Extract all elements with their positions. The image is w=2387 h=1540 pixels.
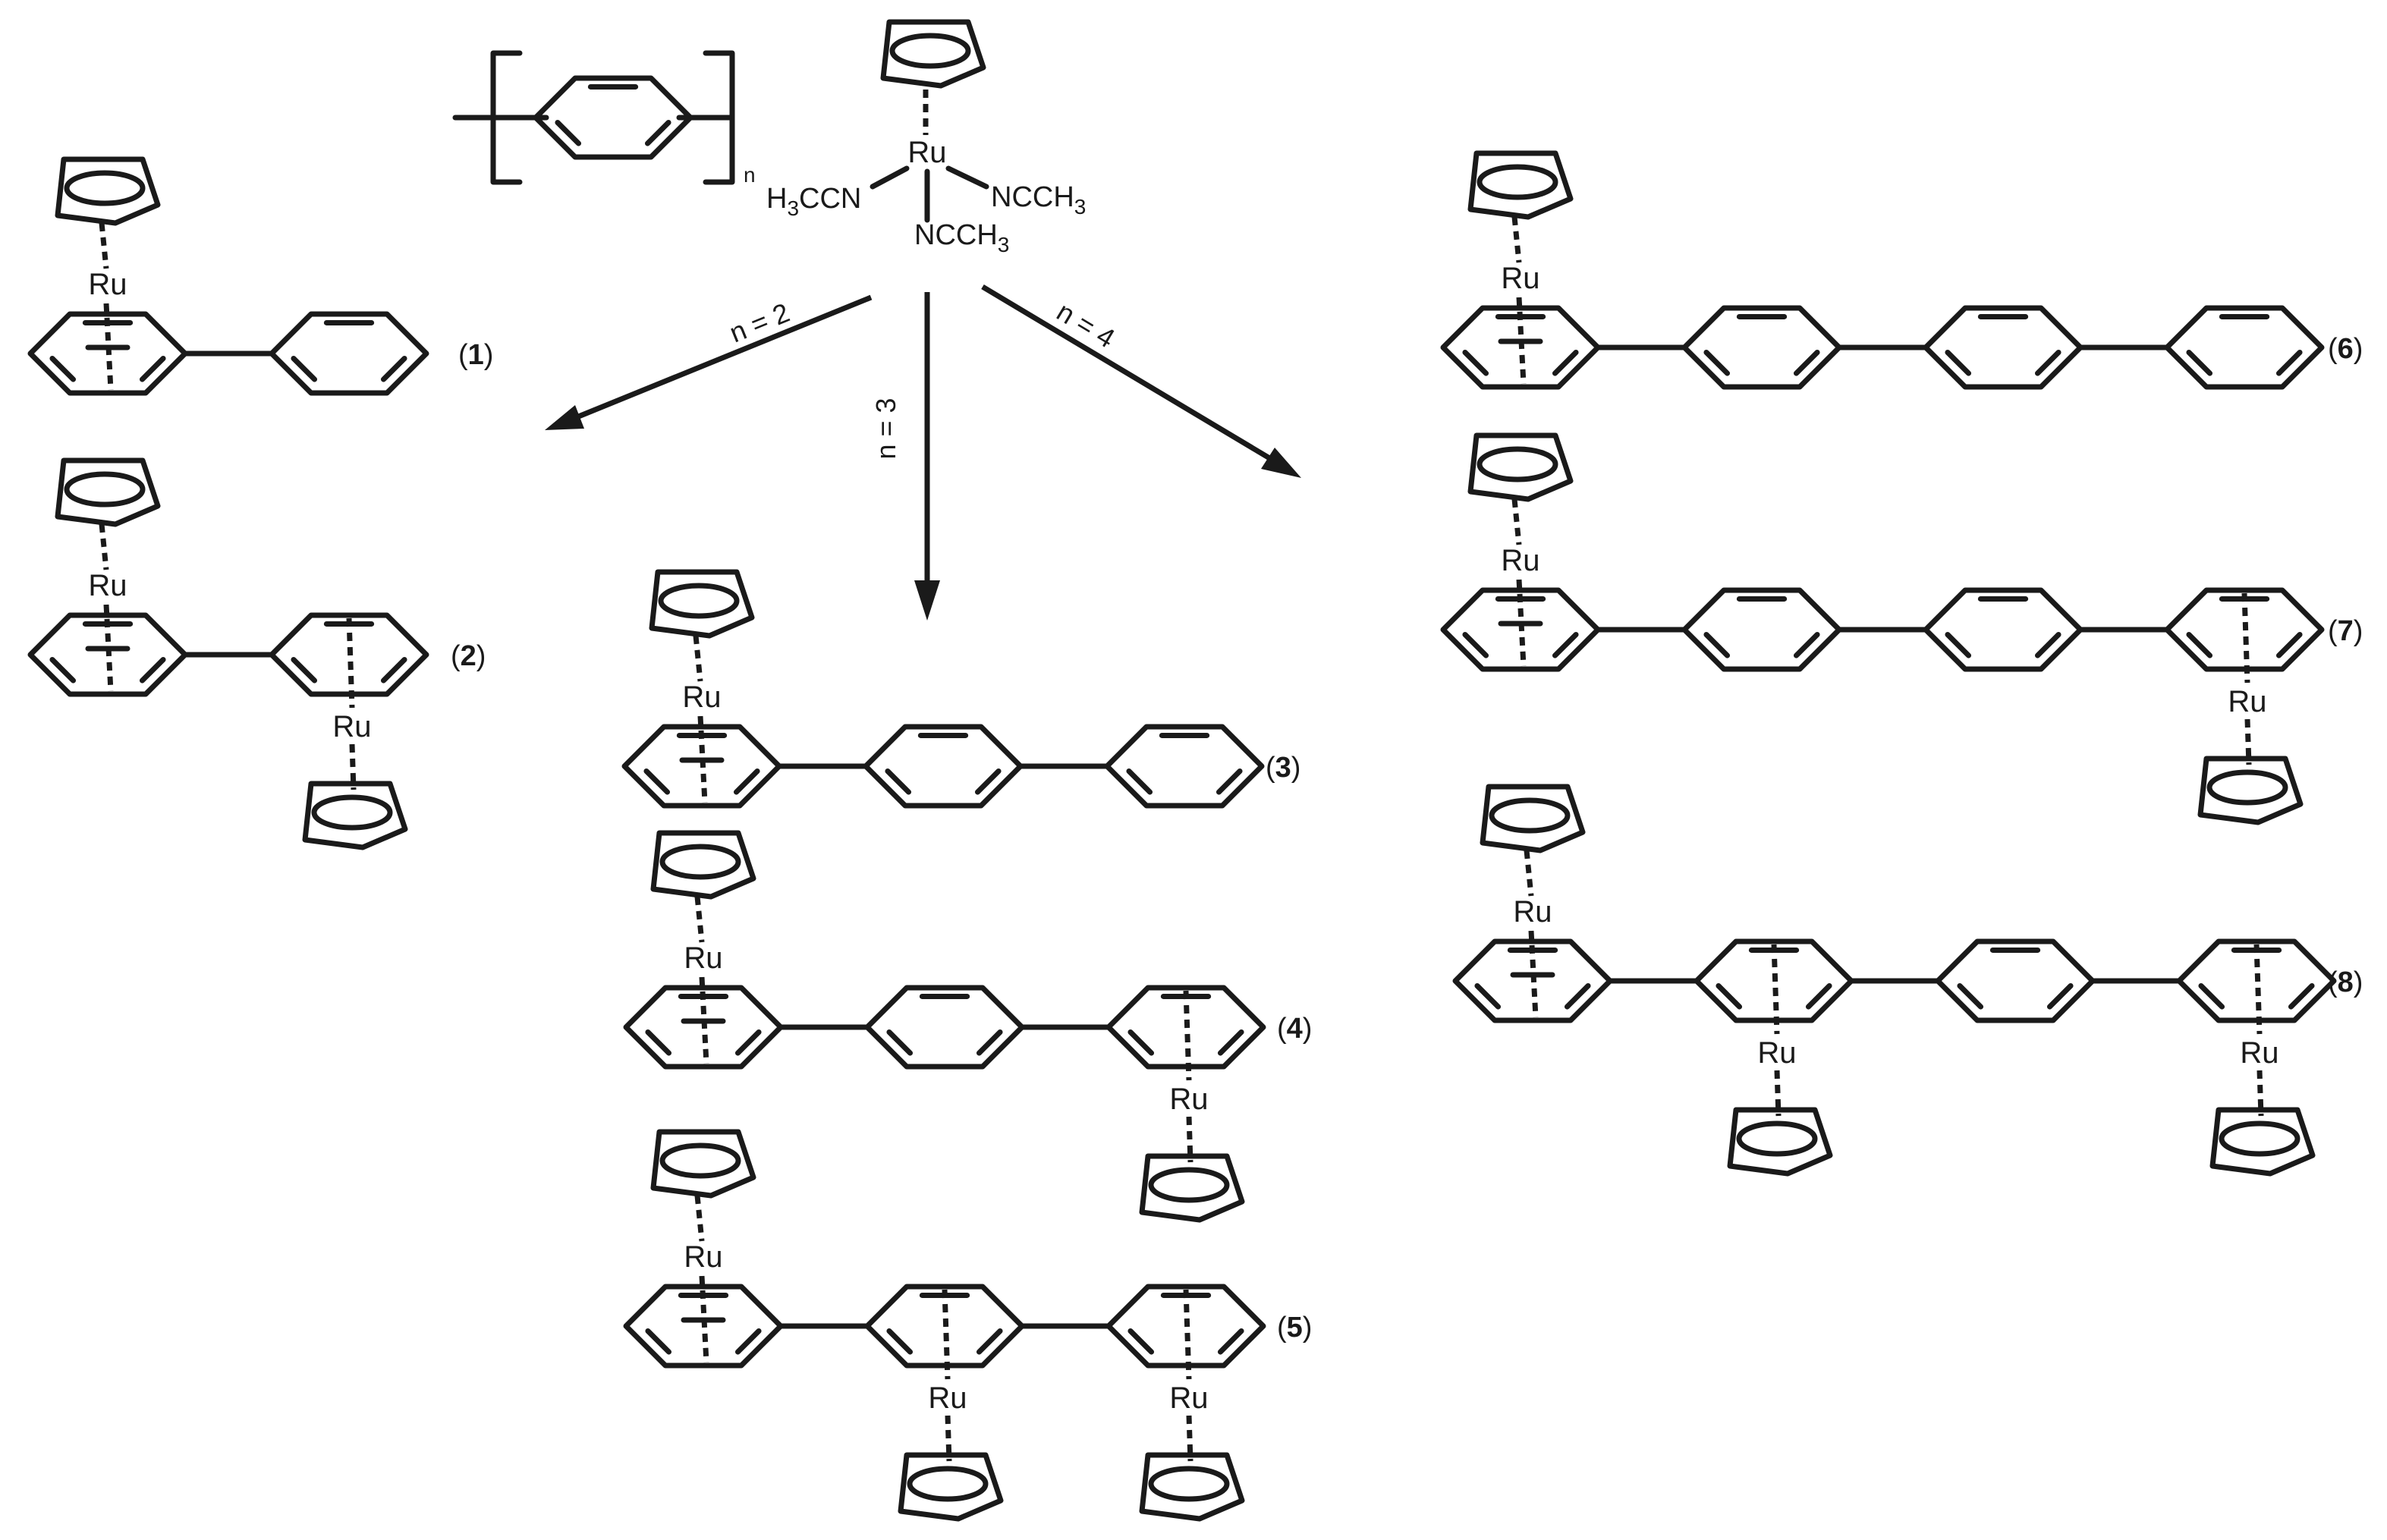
- compound-1-ru-top: Ru: [88, 268, 127, 301]
- compound-7-ru-bottom: Ru: [2228, 685, 2266, 718]
- compound-number: 6: [2338, 333, 2354, 365]
- compound-4-ru-top: Ru: [684, 941, 722, 975]
- compound-number: 1: [468, 339, 484, 371]
- compound-label: (5): [1277, 1312, 1312, 1344]
- compound-8-cp-top: [1480, 784, 1586, 853]
- compound-6-cp-top: [1467, 150, 1574, 220]
- ligand-bottom-label: NCCH3: [914, 219, 1009, 256]
- reagent-ru-label: Ru: [907, 136, 946, 169]
- compound-3-ring-2: [863, 724, 1024, 809]
- compound-7-cp-bottom: [2197, 756, 2304, 825]
- compound-5-ru-bottom: Ru: [1169, 1381, 1208, 1415]
- ligand-right-label: NCCH3: [991, 181, 1086, 218]
- reaction-arrows: n = 2 n = 3 n = 4: [545, 284, 1301, 621]
- compound-8-ring-3: [1935, 938, 2096, 1023]
- compound-4-ring-2: [864, 985, 1025, 1070]
- compound-number: 3: [1275, 752, 1291, 784]
- compound-7-ring-2: [1681, 587, 1842, 672]
- compound-5-cp-bottom: [898, 1452, 1004, 1522]
- polymer-subscript: n: [744, 163, 756, 187]
- compound-5-ru-bottom: Ru: [928, 1381, 967, 1415]
- compound-8-cp-bottom: [1727, 1107, 1833, 1177]
- compound-5-cp-top: [650, 1129, 756, 1199]
- reagent-cp-ring: [880, 19, 986, 89]
- condition-n3: n = 3: [870, 398, 901, 459]
- compound-3-ru-top: Ru: [682, 680, 721, 714]
- compound-6-ru-top: Ru: [1501, 262, 1539, 295]
- compound-2-cp-top: [55, 457, 161, 527]
- ligand-left-label: H3CCN: [766, 183, 861, 220]
- compound-8-ru-bottom: Ru: [1757, 1036, 1796, 1070]
- compound-6-ring-2: [1681, 305, 1842, 390]
- compound-number: 4: [1287, 1013, 1303, 1045]
- compound-1-cp-top: [55, 156, 161, 226]
- compound-4-cp-bottom: [1139, 1153, 1245, 1223]
- compound-3: Ru (3): [621, 569, 1300, 809]
- compound-3-ring-3: [1104, 724, 1265, 809]
- compound-label: (4): [1277, 1013, 1312, 1045]
- compound-8-cp-bottom: [2209, 1107, 2316, 1177]
- compound-4-cp-top: [650, 830, 756, 900]
- compound-2-ru-bottom: Ru: [332, 710, 371, 743]
- compound-7-cp-top: [1467, 432, 1574, 502]
- compound-4-ru-bottom: Ru: [1169, 1083, 1208, 1116]
- compound-8-ru-bottom: Ru: [2240, 1036, 2278, 1070]
- compound-6-ring-4: [2164, 305, 2325, 390]
- compound-1-ring-2: [269, 311, 429, 396]
- compound-8-ru-top: Ru: [1513, 895, 1552, 929]
- compound-2-cp-bottom: [302, 781, 408, 850]
- compound-2-ru-top: Ru: [88, 569, 127, 602]
- compound-label: (2): [451, 640, 486, 672]
- compound-label: (8): [2328, 966, 2363, 998]
- compound-label: (6): [2328, 333, 2363, 365]
- compound-label: (1): [458, 339, 493, 371]
- compound-3-cp-top: [649, 569, 755, 639]
- compound-6: Ru (6): [1440, 150, 2363, 390]
- compound-5-ru-top: Ru: [684, 1240, 722, 1274]
- compound-number: 8: [2338, 966, 2354, 998]
- compound-7-ring-3: [1923, 587, 2084, 672]
- compound-label: (3): [1266, 752, 1300, 784]
- compound-number: 5: [1287, 1312, 1303, 1344]
- compound-number: 7: [2338, 615, 2354, 647]
- compound-6-ring-3: [1923, 305, 2084, 390]
- compound-7-ring-4: [2164, 587, 2325, 672]
- compound-5-cp-bottom: [1139, 1452, 1245, 1522]
- polyphenylene-repeat-unit: n: [452, 50, 756, 187]
- compound-number: 2: [461, 640, 476, 672]
- cpru-acetonitrile-complex: Ru H3CCN NCCH3 NCCH3: [766, 19, 1086, 256]
- compound-label: (7): [2328, 615, 2363, 647]
- compound-7-ru-top: Ru: [1501, 544, 1539, 577]
- polymer-benzene-ring: [533, 75, 693, 160]
- condition-n4: n = 4: [1052, 296, 1121, 354]
- compound-1: Ru (1): [27, 156, 493, 396]
